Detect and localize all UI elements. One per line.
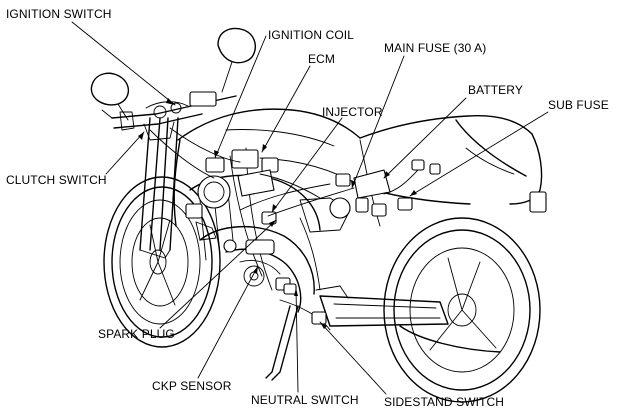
- label-sub-fuse: SUB FUSE: [548, 98, 609, 112]
- rear-wheel: [383, 217, 541, 403]
- label-battery: BATTERY: [468, 83, 523, 97]
- mirrors: [90, 27, 256, 121]
- label-clutch-switch: CLUTCH SWITCH: [6, 173, 107, 187]
- handlebars: [101, 91, 237, 141]
- sidestand: [265, 285, 349, 381]
- label-ecm: ECM: [308, 52, 335, 66]
- label-ignition-switch: IGNITION SWITCH: [6, 7, 112, 21]
- swingarm: [319, 295, 501, 353]
- label-spark-plug: SPARK PLUG: [98, 327, 175, 341]
- label-main-fuse: MAIN FUSE (30 A): [384, 41, 487, 55]
- label-injector: INJECTOR: [322, 105, 383, 119]
- label-ignition-coil: IGNITION COIL: [268, 28, 354, 42]
- label-sidestand-switch: SIDESTAND SWITCH: [384, 395, 505, 409]
- components: [149, 127, 441, 325]
- label-ckp-sensor: CKP SENSOR: [152, 379, 232, 393]
- leader-lines: [71, 21, 549, 395]
- label-neutral-switch: NEUTRAL SWITCH: [251, 393, 359, 407]
- front-wheel: [103, 176, 221, 348]
